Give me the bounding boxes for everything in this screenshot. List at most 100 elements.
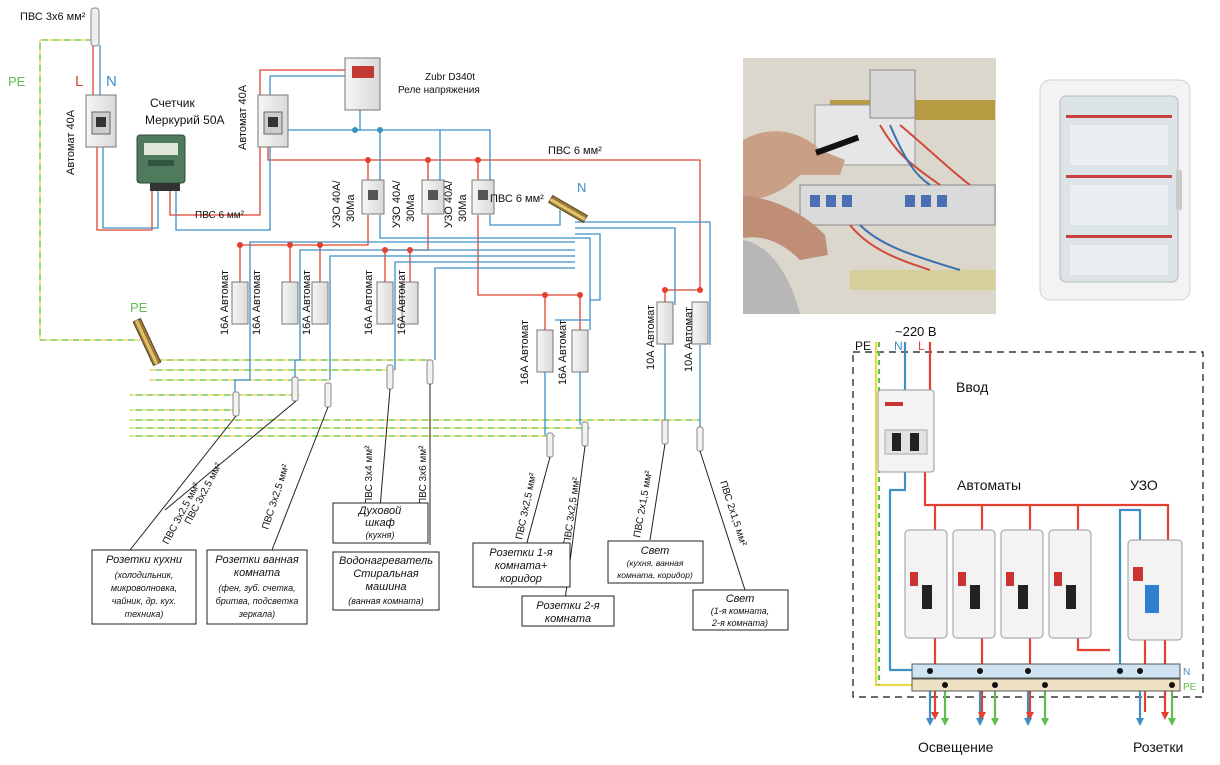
- neutral-bus-label: N: [577, 180, 586, 195]
- load-kitchen-line: техника): [125, 609, 164, 619]
- load-kitchen-line: чайник, др. кух.: [112, 596, 177, 606]
- breaker-40a-second-label: Автомат 40А: [237, 84, 249, 150]
- load-room1: Розетки 1-я комната+ коридор: [472, 542, 571, 588]
- scheme2-arrows: [926, 712, 1176, 726]
- scheme-2: ~220 В PE N L: [852, 324, 1204, 755]
- input-cable: [90, 7, 100, 47]
- pe-bus: [132, 317, 162, 367]
- input-cable-label: ПВС 3х6 мм²: [20, 11, 86, 23]
- scheme2-bus-n: [911, 663, 1181, 679]
- load-room2-title: Розетки 2-я: [536, 600, 600, 612]
- load-light2: Свет (1-я комната, 2-я комната): [692, 589, 789, 631]
- rcd-1-label-b: 30Ма: [345, 193, 357, 222]
- main-breaker-40a: [85, 94, 117, 148]
- load-oven-line: шкаф: [365, 517, 395, 529]
- breaker-label-1: 16А Автомат: [219, 270, 231, 335]
- cable-label-9: ПВС 2х1,5 мм²: [717, 480, 749, 549]
- scheme2-automats: [904, 529, 1092, 639]
- leader-lines: [129, 384, 746, 601]
- scheme2-input-breaker: [877, 389, 935, 473]
- branch-breakers: [231, 281, 709, 373]
- load-room2: Розетки 2-я комната: [521, 595, 615, 627]
- load-room2-line: комната: [545, 613, 591, 625]
- load-bath-line: бритва, подсветка: [216, 596, 299, 606]
- scheme2-rcd-label: УЗО: [1130, 477, 1158, 493]
- load-kitchen: Розетки кухни (холодильник, микроволновк…: [91, 549, 197, 625]
- load-oven-title: Духовой: [357, 505, 402, 517]
- meter-cable-label: ПВС 6 мм²: [195, 210, 245, 221]
- left-schematic: ПВС 3х6 мм² PE L N Автомат 40А Счетчик М…: [8, 7, 789, 631]
- main-breaker-label: Автомат 40А: [65, 109, 77, 175]
- scheme2-rcd: [1127, 539, 1183, 641]
- load-kitchen-title: Розетки кухни: [106, 554, 182, 566]
- breaker-label-7: 16А Автомат: [557, 320, 569, 385]
- cable-label-7: ПВС 3х2,5 мм²: [562, 476, 582, 545]
- load-light1-title: Свет: [641, 545, 670, 557]
- breaker-label-8: 10А Автомат: [645, 305, 657, 370]
- load-bath-title: Розетки ванная: [215, 554, 299, 566]
- relay-model: Zubr D340t: [425, 72, 475, 83]
- load-light2-title: Свет: [726, 593, 755, 605]
- phase-label: L: [75, 73, 83, 90]
- breaker-40a-second: [257, 94, 289, 148]
- load-light2-line: 2-я комната): [711, 618, 768, 628]
- meter-label-2: Меркурий 50А: [145, 113, 225, 127]
- meter-label-1: Счетчик: [150, 96, 196, 110]
- load-heater-title: Водонагреватель: [339, 555, 433, 567]
- pe-bus-label: PE: [130, 300, 148, 315]
- rcd-3-label-a: УЗО 40А/: [443, 180, 455, 228]
- scheme2-bus-pe-label: PE: [1183, 682, 1197, 693]
- scheme2-bus-n-label: N: [1183, 667, 1190, 678]
- rcd-2-label-a: УЗО 40А/: [391, 180, 403, 228]
- scheme2-lighting-label: Освещение: [918, 739, 994, 755]
- load-bathroom: Розетки ванная комната (фен, зуб. счетка…: [206, 549, 308, 625]
- pe-label-left: PE: [8, 74, 26, 89]
- breaker-label-9: 10А Автомат: [683, 307, 695, 372]
- load-bath-line: комната: [234, 567, 280, 579]
- cable-label-3: ПВС 3х2,5 мм²: [260, 462, 292, 531]
- breaker-label-6: 16А Автомат: [519, 320, 531, 385]
- top-bus-cable-label: ПВС 6 мм²: [548, 145, 602, 157]
- load-kitchen-line: микроволновка,: [111, 583, 177, 593]
- load-bath-line: (фен, зуб. счетка,: [218, 583, 295, 593]
- load-light1: Свет (кухня, ванная комната, коридор): [607, 540, 704, 584]
- voltage-relay: [344, 57, 381, 111]
- breaker-label-4: 16А Автомат: [363, 270, 375, 335]
- load-heater-line: Стиральная: [353, 568, 418, 580]
- rcd-devices: [361, 179, 495, 215]
- load-oven-line: (кухня): [365, 530, 394, 540]
- load-light1-line: (кухня, ванная: [627, 558, 684, 568]
- relay-caption: Реле напряжения: [398, 85, 480, 96]
- scheme2-l-label: L: [918, 339, 925, 353]
- neutral-bus: [547, 194, 589, 224]
- junction-dots: [237, 127, 703, 298]
- rcd-2-label-b: 30Ма: [405, 193, 417, 222]
- breaker-label-3: 16А Автомат: [301, 270, 313, 335]
- neutral-wiring: [99, 45, 711, 435]
- breaker-label-5: 16А Автомат: [396, 270, 408, 335]
- cable-label-4: ПВС 3х4 мм²: [364, 445, 375, 505]
- load-light2-line: (1-я комната,: [711, 606, 770, 616]
- load-oven: Духовой шкаф (кухня): [332, 502, 429, 544]
- load-room1-title: Розетки 1-я: [489, 547, 553, 559]
- scheme2-pe-label: PE: [855, 339, 871, 353]
- load-heater-line: (ванная комната): [348, 596, 424, 606]
- rcd-labels: УЗО 40А/ 30Ма УЗО 40А/ 30Ма УЗО 40А/ 30М…: [331, 180, 469, 228]
- n-bus-cable-label: ПВС 6 мм²: [490, 193, 544, 205]
- scheme2-n-label: N: [894, 339, 903, 353]
- scheme2-bus-dots: [927, 668, 1175, 688]
- electricity-meter: [136, 134, 186, 191]
- neutral-label: N: [106, 73, 117, 90]
- load-heater-line: машина: [365, 581, 406, 593]
- photo-technician: [743, 58, 996, 314]
- load-kitchen-line: (холодильник,: [115, 570, 174, 580]
- load-bath-line: зеркала): [238, 609, 275, 619]
- rcd-1-label-a: УЗО 40А/: [331, 180, 343, 228]
- load-light1-line: комната, коридор): [617, 570, 693, 580]
- scheme2-sockets-label: Розетки: [1133, 739, 1183, 755]
- load-room1-line: комната+: [495, 560, 548, 572]
- load-heater: Водонагреватель Стиральная машина (ванна…: [332, 551, 440, 611]
- branch-breaker-labels: 16А Автомат 16А Автомат 16А Автомат 16А …: [219, 270, 695, 385]
- load-room1-line: коридор: [500, 573, 542, 585]
- scheme2-input-label: Ввод: [956, 379, 988, 395]
